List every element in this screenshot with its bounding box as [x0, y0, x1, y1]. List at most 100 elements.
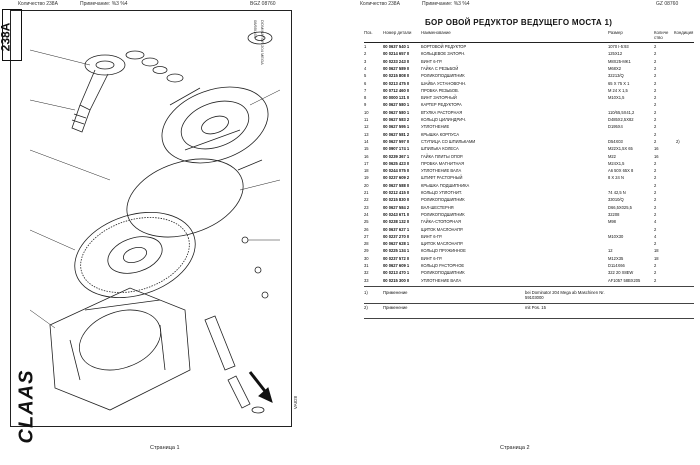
cell-no: 8 [364, 95, 367, 101]
cell-qty: 2 [654, 168, 657, 174]
cell-name: ВТУЛКА РАСТОРНАЯ [421, 109, 463, 115]
cell-part: 00 0627 581 2 [383, 131, 410, 137]
cell-part: 00 0237 270 0 [383, 233, 410, 239]
cell-qty: 2 [654, 102, 657, 108]
cell-name: ВИНТ 6-ГР. [421, 58, 443, 64]
header-divider [364, 42, 694, 43]
col-header-qty: Количе ство [654, 30, 669, 40]
cell-no: 11 [364, 117, 369, 122]
cell-no: 3 [364, 58, 367, 64]
cell-part: 00 0212 415 0 [383, 190, 410, 195]
cell-size: M68X2 [608, 65, 621, 71]
cell-name: КОЛЬЦО РАСТОРНОЕ [421, 263, 465, 268]
header-quantity: Количество 238A [18, 1, 58, 7]
cell-size: A6 50X 65X 8 [608, 168, 634, 174]
pinion-shaft [204, 315, 265, 414]
drawing-plate-number: VA828 [293, 395, 299, 410]
cell-no: 30 [364, 255, 369, 261]
cell-qty: 16 [654, 153, 659, 159]
cell-no: 31 [364, 263, 369, 268]
cell-no: 16 [364, 153, 369, 159]
cell-part: 00 0237 572 0 [383, 255, 410, 261]
cell-name: РОЛИКОПОДШИПНИК [421, 197, 465, 203]
header-note-right: Примечание: %3 %4 [422, 1, 470, 7]
hub-shaft-part [71, 54, 126, 133]
cell-no: 14 [364, 138, 369, 144]
cell-no: 33 [364, 277, 369, 283]
cell-size: M10X1,5 [608, 95, 625, 101]
cell-no: 24 [364, 211, 369, 217]
cell-qty: 2 [654, 124, 657, 130]
cell-part: 00 0238 132 0 [383, 219, 410, 225]
bearing-rings [125, 31, 273, 83]
cell-part: 00 0627 583 2 [383, 117, 410, 122]
cell-qty: 2 [654, 160, 657, 166]
cell-part: 00 0627 589 0 [383, 65, 410, 71]
cell-part: 00 0237 609 2 [383, 175, 410, 181]
col-header-name: Наименование [421, 30, 451, 35]
cell-no: 13 [364, 131, 369, 137]
cell-part: 00 0627 628 1 [383, 241, 410, 247]
cell-part: 00 0627 584 2 [383, 204, 410, 210]
cell-qty: 2 [654, 95, 657, 101]
cell-part: 00 0215 808 0 [383, 73, 410, 79]
header-quantity-right: Количество 238A [360, 1, 400, 7]
cell-size: D66,5X025,5 [608, 204, 632, 210]
page-label-left: Страница 1 [150, 445, 180, 451]
note-divider [364, 317, 694, 319]
cell-qty: 2 [654, 175, 657, 181]
cell-name: ГАЙКА ПЛИТЫ ОПОР. [421, 153, 464, 159]
cell-no: 17 [364, 160, 369, 166]
cell-no: 20 [364, 182, 369, 188]
cell-qty: 2 [654, 270, 657, 276]
cell-size: 322 20 X8EW [608, 270, 634, 276]
cell-cond: 2) [676, 138, 680, 144]
cell-qty: 2 [654, 182, 657, 188]
cell-no: 12 [364, 124, 369, 130]
cell-qty: 2 [654, 87, 657, 93]
cell-qty: 2 [654, 131, 657, 137]
cell-qty: 2 [654, 190, 657, 195]
cell-qty: 2 [654, 226, 657, 232]
cell-name: ГАЙКА С РЕЗЬБОЙ [421, 65, 459, 71]
cell-qty: 2 [654, 65, 657, 71]
cell-size: 32213/Q [608, 73, 624, 79]
cell-size: D195X4 [608, 124, 623, 130]
cell-qty: 2 [654, 263, 657, 268]
cell-part: 00 0213 470 1 [383, 270, 410, 276]
cell-name: РОЛИКОПОДШИПНИК [421, 270, 465, 276]
cell-no: 18 [364, 168, 369, 174]
cell-no: 15 [364, 146, 369, 152]
cell-part: 00 0233 243 0 [383, 58, 410, 64]
direction-arrow [248, 371, 273, 403]
cell-size: AF1057 58BX205 [608, 277, 641, 283]
cell-name: КОЛЬЦО ПРУЖИННОЕ [421, 248, 466, 254]
cell-no: 6 [364, 80, 367, 86]
col-header-part: Номер детали [383, 30, 412, 35]
callout-lines [29, 49, 281, 329]
exploded-view-drawing [29, 31, 281, 414]
cell-name: ШАЙБА УСТАНОВОЧН. [421, 80, 467, 86]
cell-part: 00 0627 609 1 [383, 263, 410, 268]
